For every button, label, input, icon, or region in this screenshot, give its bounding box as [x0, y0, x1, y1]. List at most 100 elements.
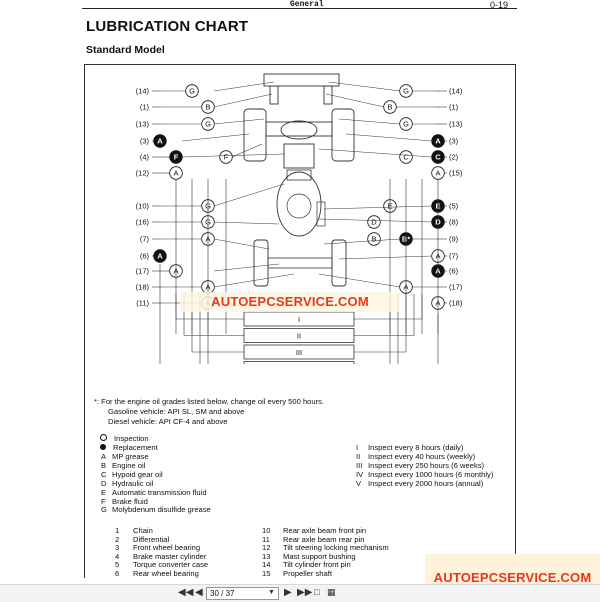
mast-top-sketch [263, 73, 340, 87]
interval-code: IV [356, 469, 364, 479]
machine-leader [181, 153, 285, 158]
part-name: Tilt cylinder front pin [283, 560, 351, 570]
left-lube-mark-letter: F [174, 153, 179, 162]
left-inner-lube-mark: F [219, 150, 233, 164]
legend-code-letter: G [101, 505, 107, 515]
machine-leader [181, 133, 250, 142]
machine-leader [213, 263, 280, 272]
part-name: Chain [133, 526, 153, 535]
machine-leader [213, 183, 285, 207]
right-inner-lube-mark: C [399, 150, 413, 164]
interval-label: Inspect every 8 hours (daily) [368, 443, 464, 452]
left-lube-mark: G [185, 84, 199, 98]
part-number: 10 [262, 526, 271, 535]
pdf-pager-toolbar: ◀◀ ◀ 30 / 37 ▼ ▶ ▶▶ □ ▦ [0, 584, 600, 602]
legend-code-label: Automatic transmission fluid [112, 487, 207, 497]
legend-code-letter: D [101, 478, 107, 488]
interval-box-label: III [296, 348, 302, 357]
right-inner-lube-mark-letter: B [371, 235, 376, 244]
machine-leader [325, 93, 385, 108]
left-lube-mark-letter: A [157, 252, 163, 261]
legend-code-label: Engine oil [112, 460, 146, 470]
part-name: Torque converter case [133, 560, 209, 570]
interval-box-label: II [297, 332, 301, 341]
legend-code-label: Hypoid gear oil [112, 469, 163, 479]
left-part-label: (1) [140, 103, 150, 112]
right-part-label: (5) [449, 202, 459, 211]
legend-replacement-label: Replacement [113, 443, 158, 452]
interval-label: Inspect every 1000 hours (6 monthly) [368, 469, 494, 479]
machine-leader [213, 221, 280, 225]
left-lube-mark-letter: B [205, 103, 210, 112]
page-number-input[interactable]: 30 / 37 [206, 587, 279, 600]
transmission-sketch [283, 143, 315, 169]
legend-code-letter: A [101, 452, 107, 461]
differential-sketch [280, 120, 318, 140]
right-part-label: (6) [449, 267, 459, 276]
left-part-label: (17) [136, 267, 150, 276]
next-page-icon[interactable]: ▶ [284, 587, 292, 598]
front-wheel-right-sketch [331, 108, 355, 162]
left-inner-leader [231, 143, 263, 158]
right-part-label: (14) [449, 87, 463, 96]
left-lube-mark: A [169, 166, 183, 180]
torque-converter-sketch [286, 169, 312, 181]
machine-leader [328, 81, 401, 92]
left-part-label: (4) [140, 153, 150, 162]
left-lube-mark: F [169, 150, 183, 164]
footnote-line2: Gasoline vehicle: API SL, SM and above [108, 407, 245, 416]
left-part-label: (11) [136, 299, 149, 308]
footnote-line1: *: For the engine oil grades listed belo… [94, 397, 325, 406]
machine-leader [323, 238, 401, 245]
left-lube-mark: G [201, 117, 215, 131]
left-lube-mark-letter: A [157, 137, 163, 146]
machine-leader [213, 238, 270, 250]
right-lube-mark-letter: A [435, 169, 440, 178]
right-lube-mark: A [431, 134, 445, 148]
watermark-center: AUTOEPCSERVICE.COM [180, 292, 400, 312]
legend-code-letter: E [101, 487, 107, 497]
right-lube-mark-letter: B [387, 103, 392, 112]
left-part-label: (10) [136, 202, 150, 211]
legend-inspection-label: Inspection [114, 434, 149, 443]
machine-leader [213, 118, 265, 125]
machine-leader [213, 273, 295, 288]
part-number: 12 [262, 543, 271, 553]
part-number: 13 [262, 551, 271, 561]
left-part-label: (14) [136, 87, 150, 96]
fit-page-icon[interactable]: □ [314, 587, 320, 597]
interval-label: Inspect every 250 hours (6 weeks) [368, 460, 485, 470]
right-lube-mark: G [399, 117, 413, 131]
interval-code: V [356, 478, 362, 488]
legend-code-label: Hydraulic oil [112, 478, 154, 488]
part-name: Propeller shaft [283, 569, 332, 578]
right-part-label: (3) [449, 137, 459, 146]
front-wheel-left-sketch [243, 108, 267, 162]
machine-leader [213, 81, 275, 92]
rear-wheel-right-sketch [331, 239, 347, 287]
right-lube-mark-letter: G [403, 120, 409, 129]
part-number: 15 [262, 569, 271, 578]
page-layout-icon[interactable]: ▦ [327, 587, 336, 597]
part-number: 3 [115, 543, 120, 553]
left-lube-mark: A [153, 249, 167, 263]
part-name: Brake master cylinder [133, 551, 207, 561]
header-rule [82, 8, 517, 9]
mast-right-sketch [323, 85, 333, 105]
legend-code-label: MP grease [112, 452, 149, 461]
filled-circle-icon [100, 444, 106, 450]
right-inner-lube-mark-circle [399, 150, 413, 164]
prev-page-icon[interactable]: ◀ [195, 587, 203, 598]
page-dropdown-icon[interactable]: ▼ [268, 589, 275, 596]
legend-code-letter: B [101, 460, 107, 470]
legend-code-label: Molybdenum disulfide grease [112, 505, 211, 515]
left-part-label: (13) [136, 120, 150, 129]
last-page-icon[interactable]: ▶▶ [297, 587, 313, 598]
right-inner-lube-mark-circle [367, 215, 381, 229]
left-part-label: (12) [136, 169, 150, 178]
interval-label: Inspect every 2000 hours (annual) [368, 478, 484, 488]
left-lube-mark-circle [185, 84, 199, 98]
part-name: Rear axle beam front pin [283, 526, 367, 535]
right-inner-lube-mark-letter: C [403, 153, 409, 162]
first-page-icon[interactable]: ◀◀ [178, 587, 194, 598]
